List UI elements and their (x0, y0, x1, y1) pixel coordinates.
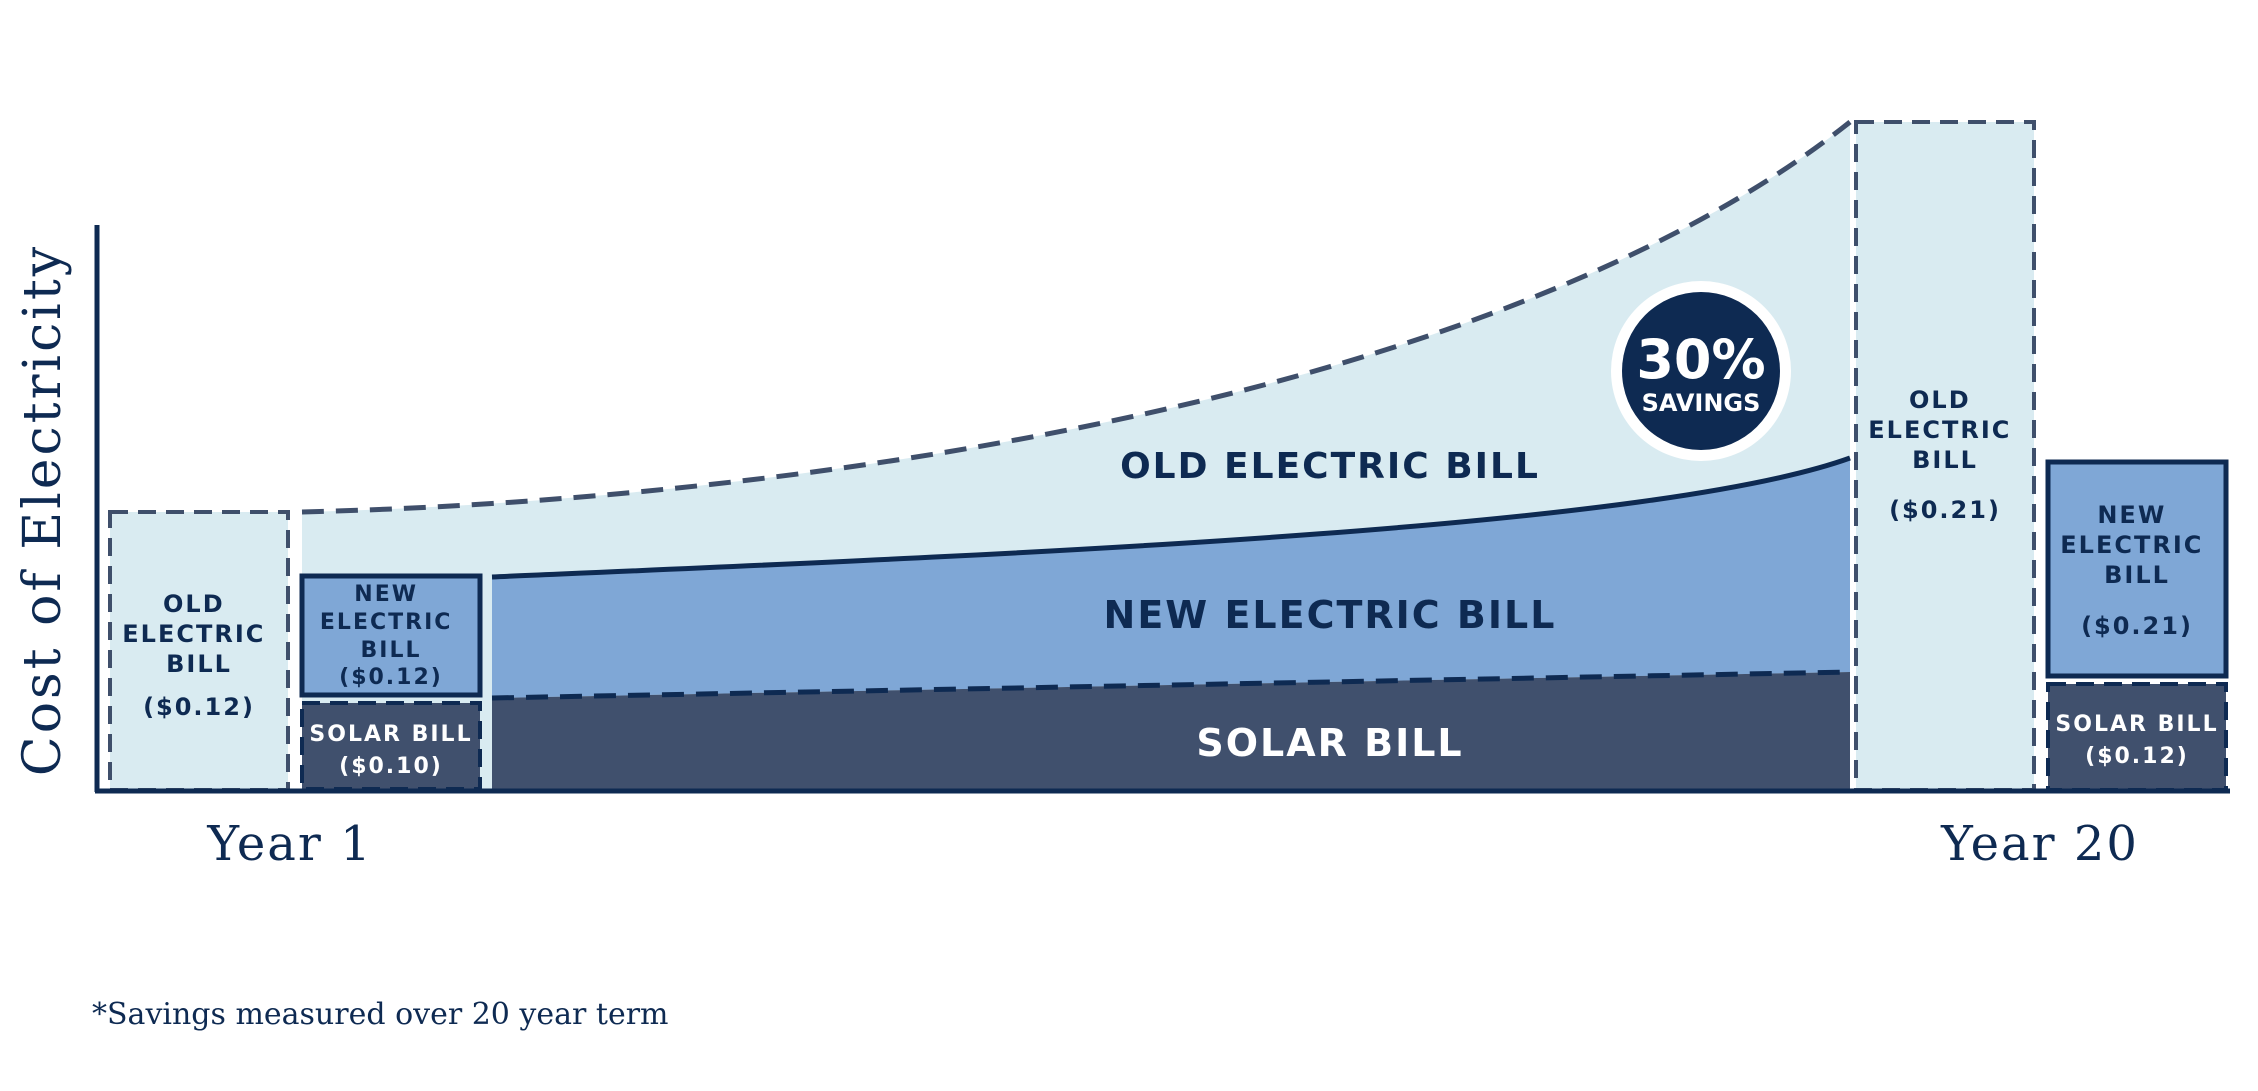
solar-bill-trend-line (491, 669, 1851, 701)
year1-solar-bar (300, 701, 482, 791)
year1-new-label: NEW ELECTRIC BILL (320, 582, 462, 663)
x-tick-label-year1: Year 1 (206, 816, 372, 872)
y-axis-title: Cost of Electricity (13, 244, 73, 776)
year1-old-label: OLD ELECTRIC BILL (122, 590, 275, 678)
savings-text: SAVINGS (1642, 389, 1761, 417)
solar-bill-area (492, 672, 1850, 790)
year1-new-bar (299, 573, 483, 698)
new-bill-trend-line (491, 455, 1851, 580)
savings-percent: 30% (1636, 328, 1765, 391)
savings-badge (1622, 292, 1780, 450)
old-bill-area-label: OLD ELECTRIC BILL (1120, 446, 1540, 487)
year1-solar-label: SOLAR BILL (309, 722, 472, 747)
old-bill-trend-line (301, 120, 1852, 515)
year20-old-value: ($0.21) (1889, 496, 2001, 524)
year20-old-label: OLD ELECTRIC BILL (1868, 386, 2021, 474)
year20-solar-label: SOLAR BILL (2055, 712, 2218, 737)
year1-solar-value: ($0.10) (339, 754, 443, 779)
footnote: *Savings measured over 20 year term (92, 997, 669, 1032)
solar-bill-area-label: SOLAR BILL (1196, 721, 1463, 765)
year20-solar-bar (2046, 682, 2228, 792)
year20-new-bar (2045, 459, 2229, 679)
new-bill-area-label: NEW ELECTRIC BILL (1104, 593, 1557, 637)
year1-old-value: ($0.12) (143, 693, 255, 721)
year1-new-value: ($0.12) (339, 665, 443, 690)
x-tick-label-year20: Year 20 (1940, 816, 2139, 872)
year20-new-label: NEW ELECTRIC BILL (2060, 501, 2213, 589)
year20-new-value: ($0.21) (2081, 612, 2193, 640)
year20-solar-value: ($0.12) (2085, 744, 2189, 769)
